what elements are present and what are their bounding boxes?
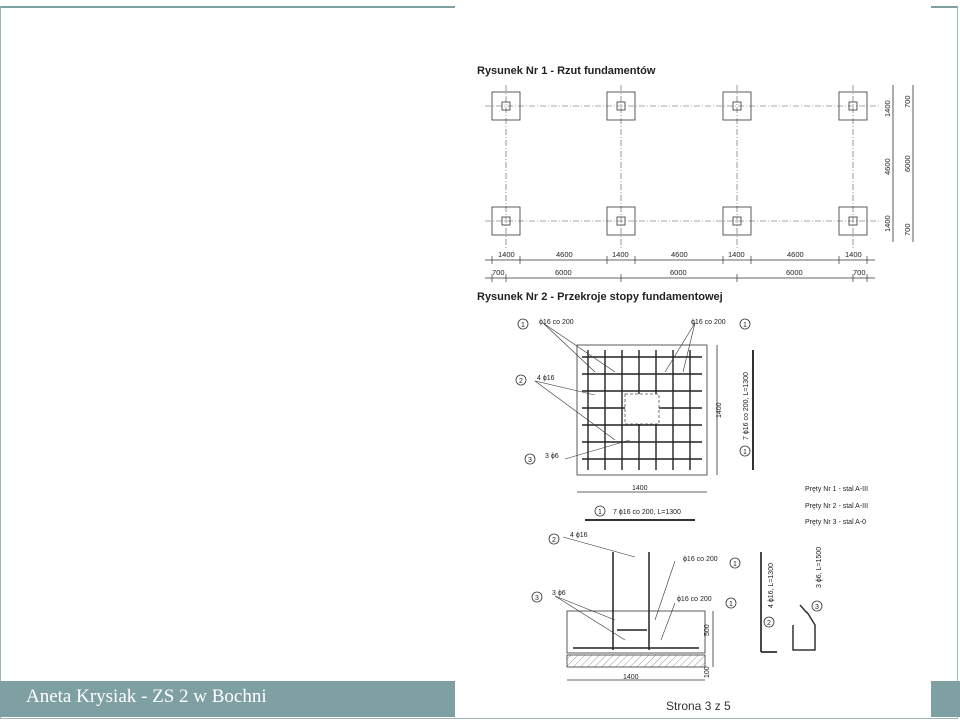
svg-text:ϕ16 co 200: ϕ16 co 200 — [691, 319, 726, 326]
svg-text:4600: 4600 — [883, 158, 892, 175]
page-number: Strona 3 z 5 — [666, 699, 731, 713]
svg-text:1400: 1400 — [612, 250, 629, 259]
svg-text:4 ϕ16: 4 ϕ16 — [570, 532, 588, 539]
svg-text:3 ϕ6, L=1500: 3 ϕ6, L=1500 — [816, 547, 823, 588]
svg-text:6000: 6000 — [903, 155, 912, 172]
svg-text:1400: 1400 — [716, 402, 723, 418]
svg-text:1400: 1400 — [623, 674, 639, 681]
svg-text:1400: 1400 — [498, 250, 515, 259]
svg-text:2: 2 — [519, 378, 523, 385]
svg-text:2: 2 — [767, 620, 771, 627]
section-subbase — [566, 654, 706, 668]
svg-text:1400: 1400 — [728, 250, 745, 259]
technical-drawing: Rysunek Nr 1 - Rzut fundamentów — [477, 65, 914, 681]
svg-text:4600: 4600 — [787, 250, 804, 259]
steel-notes: Pręty Nr 1 - stal A-III Pręty Nr 2 - sta… — [805, 486, 868, 526]
svg-text:Pręty Nr 2 - stal A-III: Pręty Nr 2 - stal A-III — [805, 503, 868, 510]
dims-bottom: 1400 4600 1400 4600 1400 4600 1400 700 6… — [492, 250, 866, 277]
svg-text:3 ϕ6: 3 ϕ6 — [545, 453, 559, 460]
svg-text:Pręty Nr 3 - stal A-0: Pręty Nr 3 - stal A-0 — [805, 519, 866, 526]
svg-text:3 ϕ6: 3 ϕ6 — [552, 590, 566, 597]
svg-text:4600: 4600 — [671, 250, 688, 259]
svg-text:ϕ16 co 200: ϕ16 co 200 — [539, 319, 574, 326]
svg-text:1400: 1400 — [883, 100, 892, 117]
svg-text:700: 700 — [853, 268, 866, 277]
figure2-title: Rysunek Nr 2 - Przekroje stopy fundament… — [477, 291, 723, 303]
svg-text:700: 700 — [903, 95, 912, 108]
svg-text:2: 2 — [552, 537, 556, 544]
svg-text:ϕ16 co 200: ϕ16 co 200 — [683, 556, 718, 563]
svg-text:4600: 4600 — [556, 250, 573, 259]
svg-text:7 ϕ16 co 200, L=1300: 7 ϕ16 co 200, L=1300 — [613, 509, 681, 516]
svg-text:1: 1 — [743, 449, 747, 456]
footing-plan — [491, 91, 868, 236]
svg-text:6000: 6000 — [555, 268, 572, 277]
svg-text:100: 100 — [704, 666, 711, 678]
svg-text:1: 1 — [729, 601, 733, 608]
section-footing — [566, 610, 706, 654]
svg-text:3: 3 — [535, 595, 539, 602]
svg-text:4 ϕ16: 4 ϕ16 — [537, 375, 555, 382]
axis-lines — [485, 85, 880, 250]
svg-text:500: 500 — [704, 624, 711, 636]
drawing-sheet: Rysunek Nr 1 - Rzut fundamentów — [455, 0, 931, 717]
callout-labels: 1 1 2 3 ϕ16 co 200 ϕ16 co 200 4 ϕ16 3 ϕ6… — [519, 319, 750, 492]
svg-text:4 ϕ16, L=1300: 4 ϕ16, L=1300 — [768, 563, 775, 608]
svg-text:6000: 6000 — [670, 268, 687, 277]
svg-text:1400: 1400 — [883, 215, 892, 232]
svg-text:3: 3 — [528, 457, 532, 464]
dims-right: 1400 4600 1400 700 6000 700 — [883, 95, 912, 236]
footing-section-outline — [576, 344, 708, 476]
svg-text:700: 700 — [492, 268, 505, 277]
figure1-title: Rysunek Nr 1 - Rzut fundamentów — [477, 65, 656, 77]
svg-text:1: 1 — [743, 322, 747, 329]
svg-text:7 ϕ16 co 200, L=1300: 7 ϕ16 co 200, L=1300 — [743, 372, 750, 440]
svg-text:1400: 1400 — [845, 250, 862, 259]
svg-text:ϕ16 co 200: ϕ16 co 200 — [677, 596, 712, 603]
svg-text:700: 700 — [903, 223, 912, 236]
svg-text:1: 1 — [733, 561, 737, 568]
footer-author: Aneta Krysiak - ZS 2 w Bochni — [26, 686, 267, 707]
svg-text:6000: 6000 — [786, 268, 803, 277]
rebar-grid — [582, 350, 702, 470]
svg-text:1: 1 — [521, 322, 525, 329]
svg-text:3: 3 — [815, 604, 819, 611]
svg-text:1400: 1400 — [632, 485, 648, 492]
svg-text:Pręty Nr 1 - stal A-III: Pręty Nr 1 - stal A-III — [805, 486, 868, 493]
svg-text:1: 1 — [598, 509, 602, 516]
